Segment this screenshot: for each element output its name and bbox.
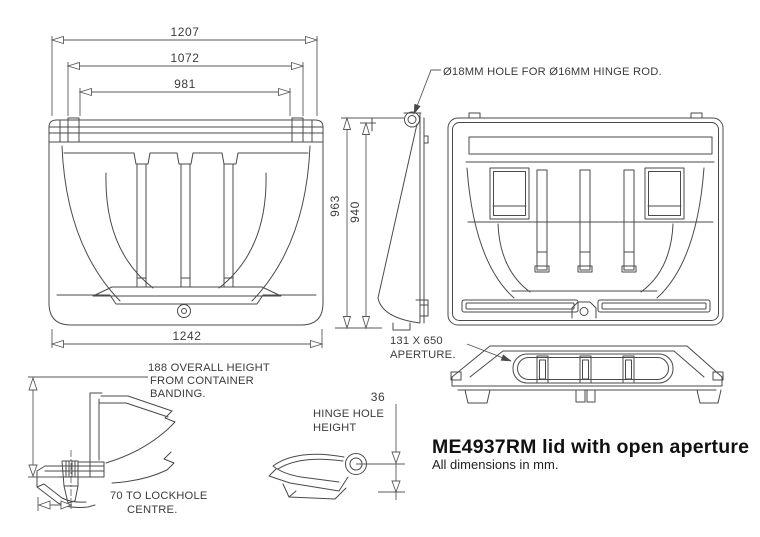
front-outline-inner	[452, 122, 719, 321]
rear-bottom-details	[56, 286, 317, 305]
section-lock-bracket	[61, 460, 79, 504]
overall-height-note: 188 OVERALL HEIGHT FROM CONTAINER BANDIN…	[148, 362, 270, 400]
front-lockhole-icon	[579, 307, 589, 316]
aperture-note: 131 X 650 APERTURE.	[390, 335, 512, 362]
rear-lockhole-icon	[177, 304, 191, 318]
front-handle-strip-right-inner	[601, 302, 707, 310]
drawing-title: ME4937RM lid with open aperture	[432, 436, 749, 458]
plan-aperture-band-outer	[512, 353, 674, 384]
aperture-note-line2: APERTURE.	[390, 349, 456, 361]
plan-outline	[451, 345, 723, 387]
plan-inner-outline	[469, 350, 705, 378]
front-hole-left-inner	[493, 171, 526, 216]
dim-side-heights: 963 940	[328, 118, 404, 328]
front-handle-strip-right	[597, 299, 711, 313]
front-side-curves	[466, 167, 705, 299]
front-lock-housing	[571, 301, 597, 319]
rear-hinge-bar	[48, 117, 324, 143]
rear-ribs	[136, 163, 234, 288]
extension-lines	[335, 117, 404, 329]
dim-value-981: 981	[174, 77, 196, 91]
hinge-hole-note-line2: HEIGHT	[313, 422, 356, 434]
overall-height-line1: 188 OVERALL HEIGHT	[148, 362, 270, 374]
front-handle-strip-left-inner	[465, 302, 575, 310]
dim-value-1072: 1072	[170, 51, 199, 65]
front-hole-left-outer	[489, 167, 530, 220]
hinge-detail-view: 36 HINGE HOLE HEIGHT	[268, 390, 405, 500]
overall-height-line3: BANDING.	[150, 388, 206, 400]
section-detail-view	[28, 376, 176, 511]
dim-value-940: 940	[348, 201, 362, 223]
hinge-rod-note-text: Ø18MM HOLE FOR Ø16MM HINGE ROD.	[443, 66, 662, 78]
front-ribs	[534, 169, 637, 273]
hinge-rod-leader-line	[413, 69, 441, 115]
front-view	[447, 112, 724, 326]
dim-value-963: 963	[328, 195, 342, 217]
aperture-leader-line	[466, 343, 512, 362]
plan-feet	[464, 389, 722, 404]
dim-188-arrows	[28, 376, 38, 478]
dim-rear-widths: 1207 1072 981 1242	[52, 25, 322, 348]
hinge-part-body	[268, 453, 349, 500]
lockhole-note-line1: 70 TO LOCKHOLE	[110, 490, 208, 502]
overall-height-line2: FROM CONTAINER	[150, 375, 254, 387]
side-hinge-lobe	[404, 111, 420, 128]
drawing-subtitle: All dimensions in mm.	[432, 457, 558, 472]
section-sweep-curves	[105, 428, 169, 484]
front-handle-strip-left	[461, 299, 579, 313]
dim-70-arrows	[37, 500, 73, 510]
side-view	[371, 111, 429, 331]
section-wall-roof	[89, 392, 176, 478]
front-outline-outer	[447, 117, 724, 326]
plan-clips	[536, 355, 635, 384]
lockhole-note-line2: CENTRE.	[127, 504, 178, 516]
hinge-hole-note-line1: HINGE HOLE	[313, 408, 384, 420]
dim-36-arrows	[391, 451, 401, 494]
dim-value-1207: 1207	[170, 25, 199, 39]
hinge-rod-note: Ø18MM HOLE FOR Ø16MM HINGE ROD.	[413, 66, 662, 115]
dim-value-36: 36	[371, 390, 386, 404]
side-hinge-hole-icon	[407, 115, 417, 124]
side-outline	[371, 112, 429, 331]
rear-lockhole-center	[181, 308, 187, 314]
front-top-tabs	[468, 112, 703, 119]
front-hole-right-inner	[648, 171, 681, 216]
title-block: ME4937RM lid with open aperture All dime…	[432, 436, 749, 472]
dim-value-1242: 1242	[172, 329, 201, 343]
rear-inner-top-edge	[63, 152, 309, 165]
front-top-band	[468, 136, 713, 155]
extension-lines	[51, 36, 318, 116]
rear-side-curves	[61, 145, 311, 302]
front-hole-right-outer	[644, 167, 685, 220]
plan-aperture-band-inner	[517, 357, 669, 380]
rear-outline	[48, 119, 324, 326]
lockhole-note: 70 TO LOCKHOLE CENTRE.	[110, 490, 208, 516]
plan-corner-tabs	[450, 371, 724, 381]
section-bottom-flap	[36, 465, 96, 508]
aperture-note-line1: 131 X 650	[390, 335, 443, 347]
plan-view	[450, 345, 724, 404]
rear-view	[48, 117, 324, 326]
